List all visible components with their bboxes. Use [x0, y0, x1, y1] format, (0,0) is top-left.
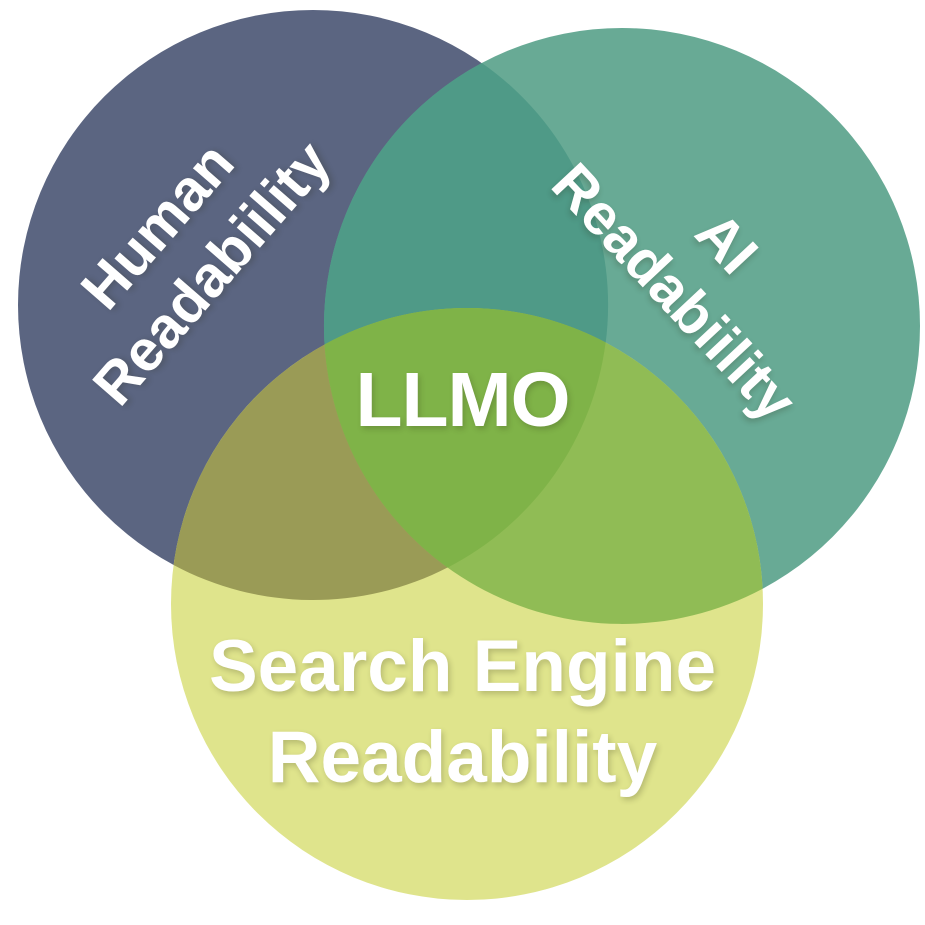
center-overlap-region	[324, 308, 606, 568]
